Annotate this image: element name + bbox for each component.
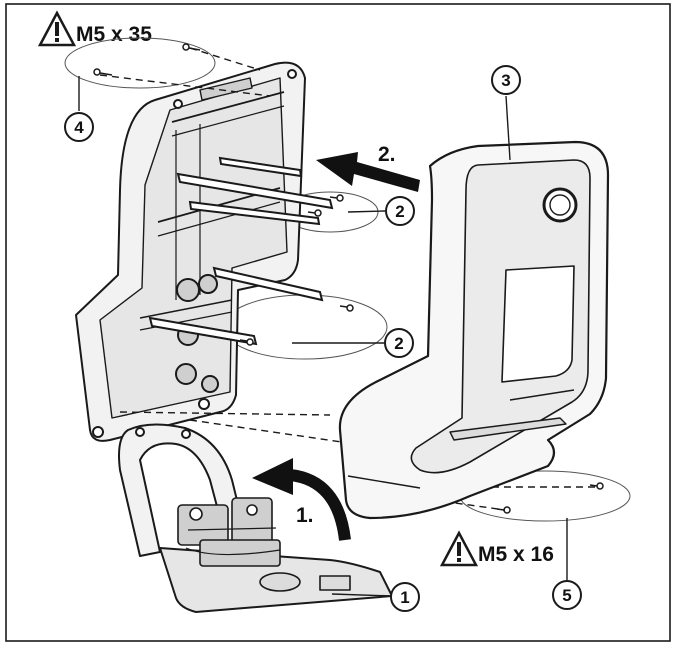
spec-label-bottom: M5 x 16 [478, 543, 554, 566]
callout-number: 3 [501, 71, 510, 90]
callout-2a: 2 [385, 196, 415, 226]
screws [93, 43, 604, 514]
callout-number: 1 [400, 588, 409, 607]
screw-zone-top [64, 37, 216, 89]
callout-5: 5 [552, 580, 582, 610]
warning-top-group: M5 x 35 [37, 10, 152, 47]
callout-number: 2 [394, 334, 403, 353]
curved-arrow-icon [252, 458, 351, 541]
callout-number: 4 [74, 118, 84, 137]
straight-arrow-icon [316, 152, 420, 192]
warning-triangle-icon [37, 10, 77, 47]
callout-2b: 2 [384, 328, 414, 358]
hinge-arm [118, 423, 249, 557]
step-label-1: 1. [296, 504, 314, 527]
screw-zone-lower [222, 294, 388, 360]
warning-bottom-group: M5 x 16 [439, 530, 554, 567]
callout-4: 4 [64, 112, 94, 142]
electronics-module [177, 497, 351, 592]
figure-frame [5, 3, 671, 642]
callout-3: 3 [491, 65, 521, 95]
step-label-2: 2. [378, 143, 396, 166]
callout-leaders [78, 76, 568, 597]
callout-number: 5 [562, 586, 571, 605]
warning-triangle-icon [439, 530, 479, 567]
spec-label-top: M5 x 35 [76, 23, 152, 46]
front-cover [338, 140, 610, 520]
callout-1: 1 [390, 582, 420, 612]
hinged-base [118, 423, 393, 613]
front-cover-window [501, 265, 575, 383]
back-plate [75, 61, 306, 442]
callout-number: 2 [395, 202, 404, 221]
mounting-rods [148, 156, 334, 346]
